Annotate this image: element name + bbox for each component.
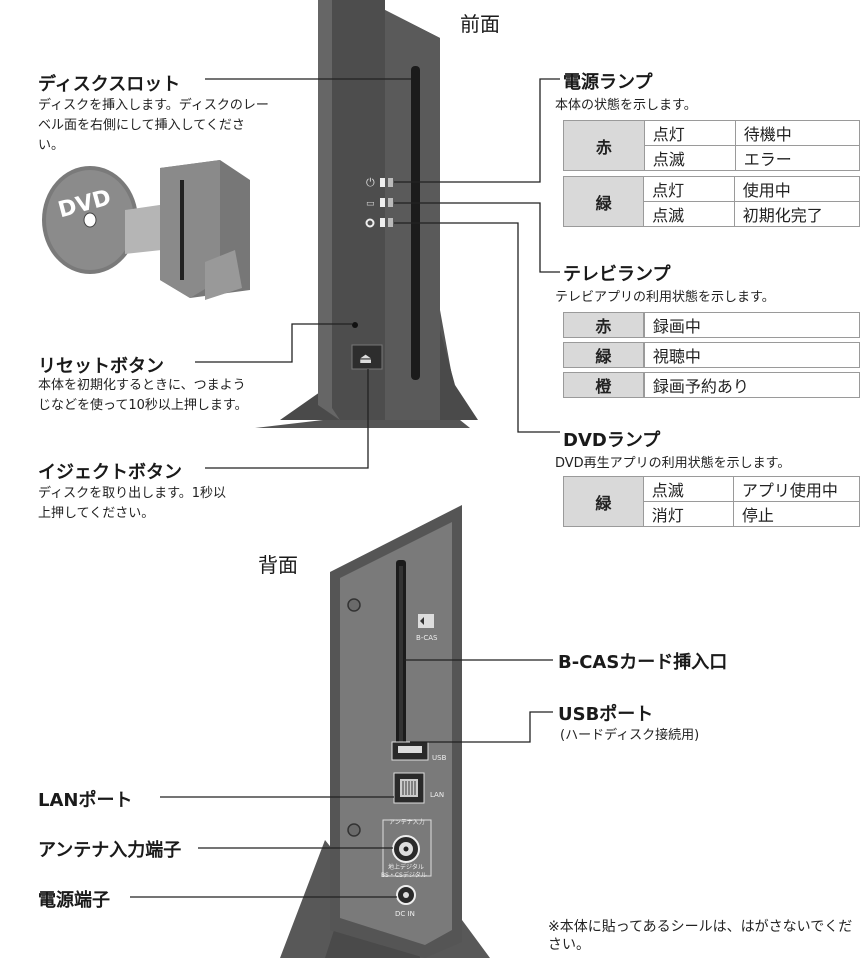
state-cell: 点滅	[643, 201, 735, 227]
table-row: 赤点灯待機中	[563, 120, 860, 171]
value-cell: 視聴中	[643, 342, 860, 368]
value-cell: 録画予約あり	[643, 372, 860, 398]
sticker-note: ※本体に貼ってあるシールは、はがさないでください。	[548, 919, 853, 953]
value-cell: 停止	[732, 501, 860, 527]
color-cell: 緑	[563, 476, 644, 527]
state-cell: 点灯	[643, 120, 736, 146]
disc-symbol-icon	[365, 218, 375, 228]
table-row: 緑点滅アプリ使用中	[563, 476, 860, 527]
usb-title: USBポート	[558, 704, 654, 725]
eject-icon: ⏏	[359, 351, 372, 367]
table-row: 橙録画予約あり	[563, 372, 860, 398]
eject-button[interactable]	[351, 344, 383, 370]
lan-port-label: LAN	[430, 791, 444, 799]
tv-lamp-title: テレビランプ	[563, 264, 671, 285]
table-row: 点滅エラー	[564, 145, 860, 171]
power-symbol-icon: ⏻	[366, 176, 375, 189]
eject-desc: ディスクを取り出します。1秒以上押してください。	[38, 486, 227, 521]
bcas-card-icon	[418, 614, 434, 628]
tv-lamp	[380, 198, 385, 207]
front-leader-lines	[195, 78, 560, 469]
front-heading: 前面	[460, 12, 500, 36]
power-lamp	[380, 178, 385, 187]
antenna-title: アンテナ入力端子	[38, 840, 182, 861]
color-cell: 緑	[562, 176, 645, 227]
table-row: 消灯停止	[564, 501, 860, 527]
disc-insert-illustration: DVD	[42, 160, 250, 300]
table-row: 緑点灯使用中	[562, 176, 860, 227]
dvd-lamp-desc: DVD再生アプリの利用状態を示します。	[555, 456, 791, 471]
dc-in-label: DC IN	[395, 910, 415, 918]
antenna-bottom-label-1: 地上デジタル	[388, 863, 424, 871]
value-cell: 録画中	[643, 312, 860, 338]
power-jack-title: 電源端子	[38, 890, 110, 911]
back-device: B-CAS USB LAN アンテナ入力 地上デジタル BS・CSデジタル DC…	[130, 505, 553, 958]
state-cell: 消灯	[642, 501, 734, 527]
tv-lamp-table: 赤録画中 緑視聴中 橙録画予約あり	[563, 308, 860, 402]
antenna-top-label: アンテナ入力	[389, 818, 425, 826]
usb-subtitle: (ハードディスク接続用)	[560, 728, 700, 743]
color-cell: 赤	[563, 120, 645, 171]
power-lamp-desc: 本体の状態を示します。	[555, 98, 697, 113]
eject-title: イジェクトボタン	[38, 462, 182, 483]
disc-slot-title: ディスクスロット	[38, 74, 181, 95]
state-cell: 点滅	[643, 145, 736, 171]
table-row: 緑視聴中	[563, 342, 860, 368]
color-cell: 橙	[563, 372, 644, 398]
value-cell: 待機中	[734, 120, 860, 146]
back-heading: 背面	[258, 553, 298, 577]
reset-desc: 本体を初期化するときに、つまようじなどを使って10秒以上押します。	[38, 378, 248, 413]
lan-title: LANポート	[38, 790, 133, 811]
state-cell: 点滅	[642, 476, 734, 502]
power-lamp-table: 赤点灯待機中 点滅エラー	[563, 120, 860, 171]
value-cell: 初期化完了	[733, 201, 860, 227]
color-cell: 赤	[563, 312, 644, 338]
value-cell: エラー	[734, 145, 860, 171]
disc-slot-desc: ディスクを挿入します。ディスクのレーベル面を右側にして挿入してください。	[38, 98, 269, 153]
power-lamp-table-green: 緑点灯使用中 点滅初期化完了	[562, 176, 860, 227]
bcas-icon-label: B-CAS	[416, 634, 438, 642]
color-cell: 緑	[563, 342, 644, 368]
tv-symbol-icon: ▭	[366, 199, 375, 209]
dvd-lamp-title: DVDランプ	[563, 430, 661, 451]
reset-button[interactable]	[352, 322, 358, 328]
dvd-lamp	[380, 218, 385, 227]
bcas-title: B-CASカード挿入口	[558, 652, 728, 673]
dvd-lamp-table: 緑点滅アプリ使用中 消灯停止	[563, 476, 860, 527]
table-row: 赤録画中	[563, 312, 860, 338]
tv-lamp-desc: テレビアプリの利用状態を示します。	[555, 290, 775, 305]
reset-title: リセットボタン	[38, 356, 164, 377]
table-row: 点滅初期化完了	[564, 201, 860, 227]
usb-port-label: USB	[432, 754, 447, 762]
power-lamp-title: 電源ランプ	[563, 72, 653, 93]
antenna-bottom-label-2: BS・CSデジタル	[381, 871, 427, 879]
